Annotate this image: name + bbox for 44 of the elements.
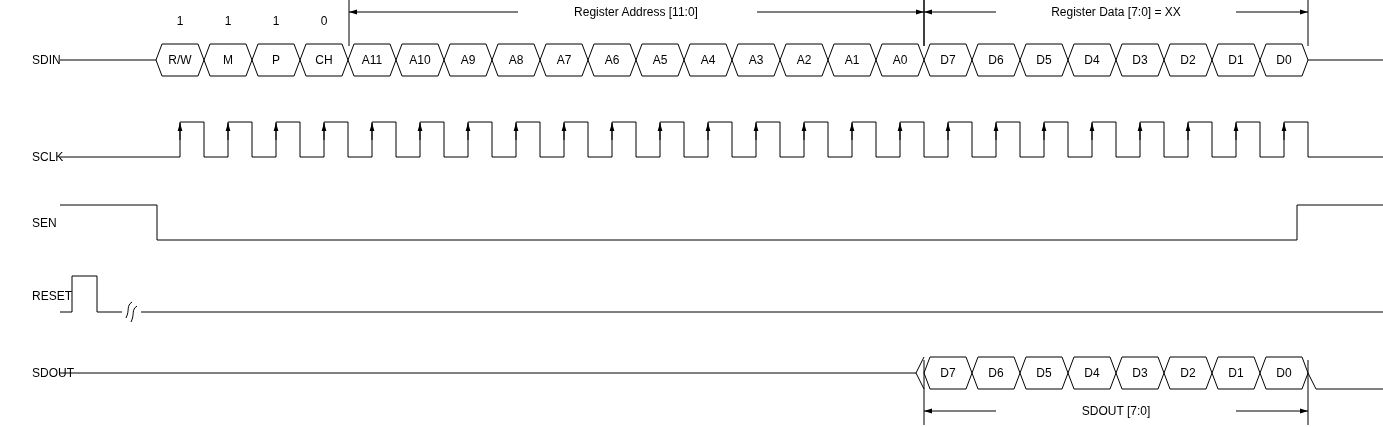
bit-value: 1 (176, 14, 184, 28)
dimension-label: Register Data [7:0] = XX (1051, 5, 1181, 19)
bus-cell-label: A2 (796, 53, 812, 67)
bus-cell-label: D7 (940, 53, 956, 67)
bus-cell-label: D4 (1084, 53, 1100, 67)
bus-cell-label: D0 (1276, 366, 1292, 380)
bus-cell-label: P (272, 53, 280, 67)
bit-value: 0 (320, 14, 328, 28)
bus-cell-label: D2 (1180, 366, 1196, 380)
bus-cell-label: CH (315, 53, 333, 67)
bus-cell-label: A1 (844, 53, 860, 67)
signal-label: SDIN (32, 53, 61, 67)
signal-label: RESET (32, 289, 72, 303)
bus-cell-label: D0 (1276, 53, 1292, 67)
bus-cell-label: A5 (652, 53, 668, 67)
bus-cell-label: A4 (700, 53, 716, 67)
bus-cell-label: D3 (1132, 53, 1148, 67)
bit-value: 1 (272, 14, 280, 28)
bus-cell-label: A0 (892, 53, 908, 67)
bus-cell-label: M (223, 53, 233, 67)
dimension-label: SDOUT [7:0] (1081, 404, 1151, 418)
bus-cell-label: D4 (1084, 366, 1100, 380)
bus-cell-label: D2 (1180, 53, 1196, 67)
bus-cell-label: A7 (556, 53, 572, 67)
bus-cell-label: D7 (940, 366, 956, 380)
bus-cell-label: D1 (1228, 366, 1244, 380)
bus-cell-label: D1 (1228, 53, 1244, 67)
bus-cell-label: D3 (1132, 366, 1148, 380)
bus-cell-label: A6 (604, 53, 620, 67)
signal-label: SCLK (32, 150, 64, 164)
bus-cell-label: D6 (988, 366, 1004, 380)
bus-cell-label: A10 (409, 53, 431, 67)
bus-cell-label: D6 (988, 53, 1004, 67)
signal-label: SDOUT (32, 366, 74, 380)
signal-label: SEN (32, 216, 57, 230)
bus-cell-label: A3 (748, 53, 764, 67)
bit-value: 1 (224, 14, 232, 28)
bus-cell-label: A11 (361, 53, 383, 67)
dimension-label: Register Address [11:0] (574, 5, 698, 19)
bus-cell-label: R/W (168, 53, 192, 67)
bus-cell-label: A9 (460, 53, 476, 67)
bus-cell-label: D5 (1036, 366, 1052, 380)
bus-cell-label: A8 (508, 53, 524, 67)
bus-cell-label: D5 (1036, 53, 1052, 67)
